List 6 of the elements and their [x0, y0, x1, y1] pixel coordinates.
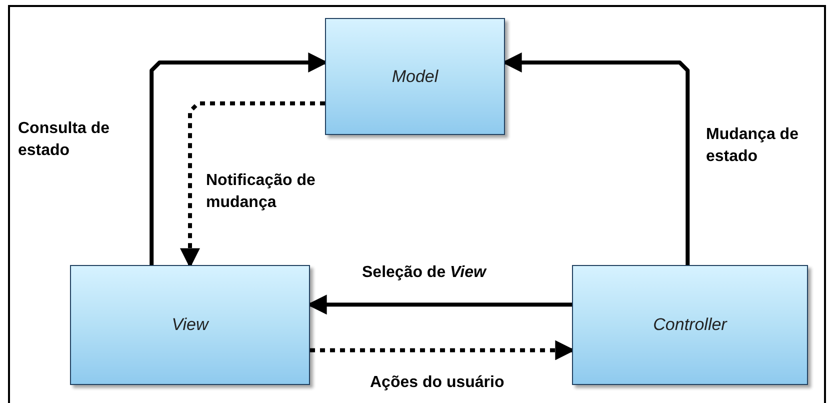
component-name: Model — [392, 66, 438, 88]
component-box — [572, 265, 808, 385]
component-box — [70, 265, 310, 385]
component-box — [325, 18, 505, 135]
component-name: View — [172, 314, 208, 336]
component-name: Controller — [653, 314, 727, 336]
